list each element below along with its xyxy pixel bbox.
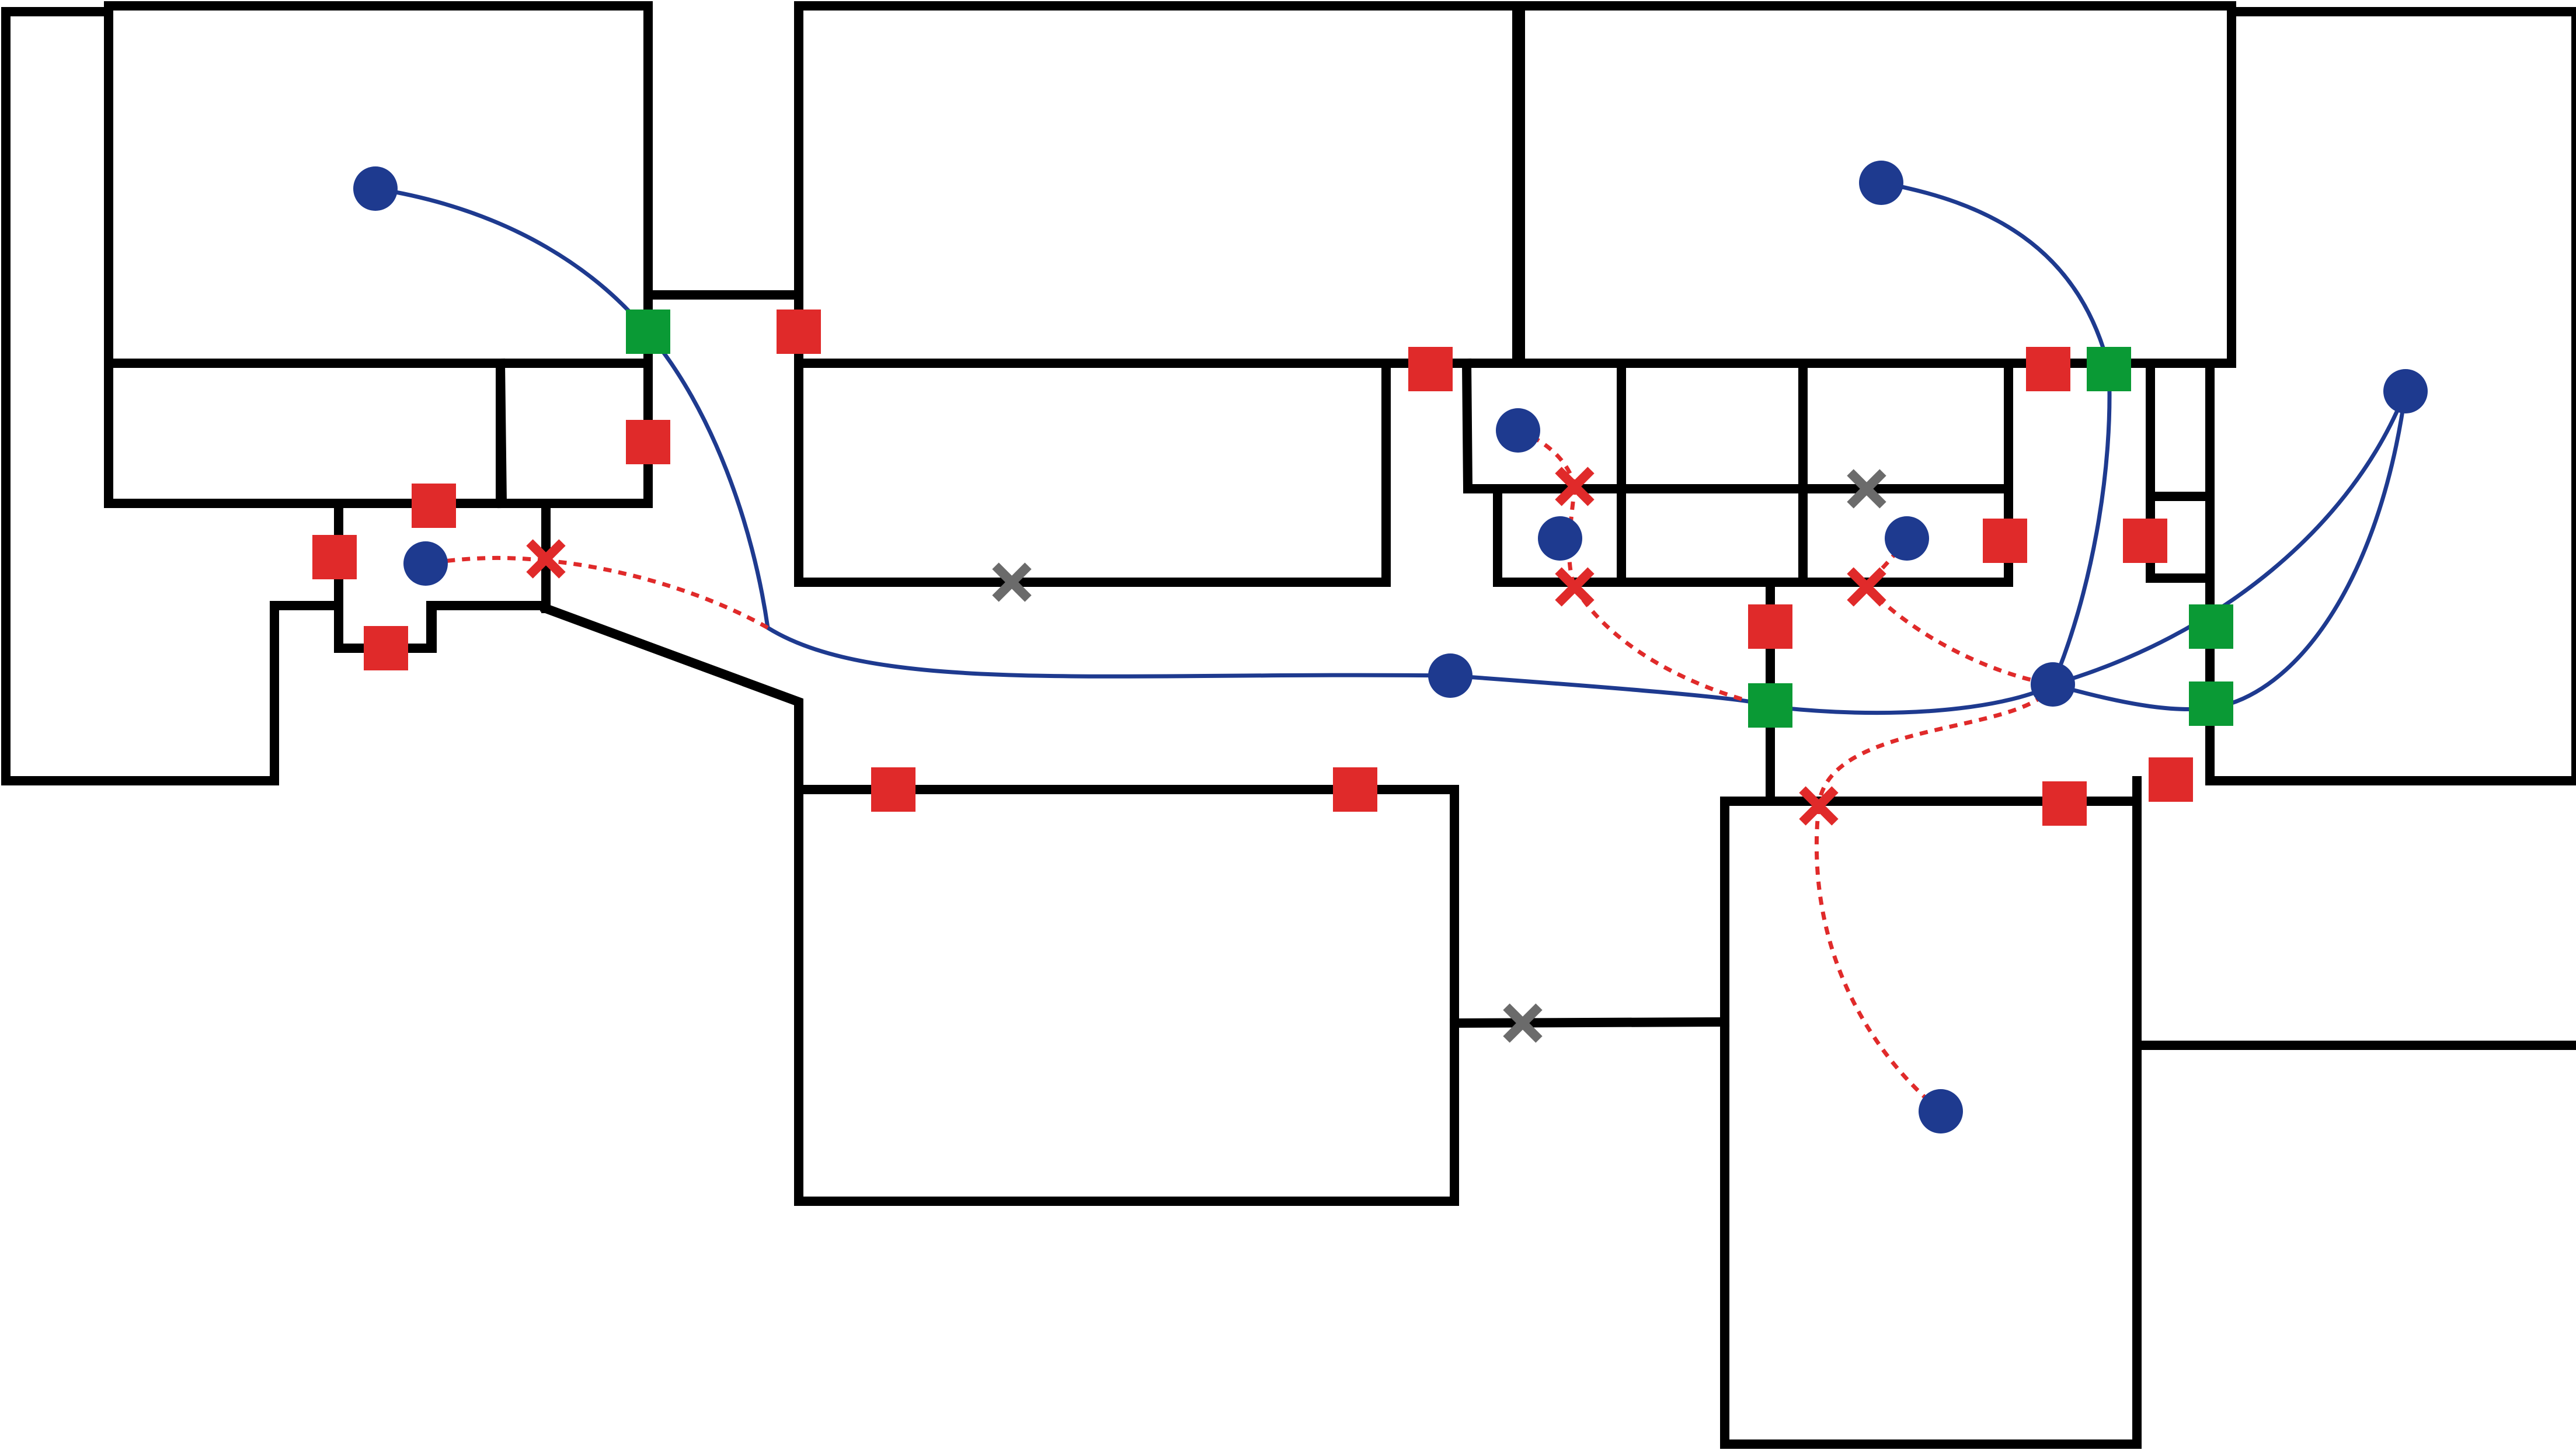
markers (312, 161, 2428, 1133)
blocked-route (1864, 537, 1909, 588)
door-closed-square (626, 420, 670, 464)
wall-room-top-right (1516, 1, 2236, 368)
wall-right-outer (2227, 7, 2576, 785)
door-closed-square (1748, 604, 1792, 649)
blocked-crossing-icon (1555, 467, 1595, 506)
wall-room-bottom-right (1720, 797, 2142, 1449)
door-closed-square (2149, 757, 2193, 802)
agent-marker (1538, 516, 1582, 561)
inactive-crossing-icon (1847, 469, 1886, 509)
blocked-crossing-icon (1799, 786, 1839, 826)
blocked-route (1816, 683, 2055, 806)
agent-marker (1885, 516, 1929, 561)
wall-upper-passage (643, 1, 803, 300)
door-open-square (2189, 604, 2233, 649)
agent-marker (1496, 408, 1540, 453)
door-open-square (626, 310, 670, 354)
agent-marker (403, 541, 448, 586)
agent-marker (1428, 653, 1473, 698)
door-open-square (1748, 683, 1792, 728)
door-open-square (2087, 347, 2131, 391)
door-closed-square (2123, 519, 2167, 563)
blocked-crossing-icon (526, 539, 566, 579)
wall-room-top-middle (794, 1, 1522, 368)
wall-room-bottom-middle (794, 785, 1459, 1206)
wall-room-left-storage (104, 359, 505, 508)
agent-marker (2031, 662, 2075, 707)
door-closed-square (412, 484, 456, 528)
wall-left-outer (1, 7, 551, 785)
wall-room-left-divider (495, 358, 507, 509)
blocked-route (1573, 586, 1771, 709)
blocked-route (1865, 585, 2053, 687)
inactive-crossing-icon (992, 562, 1032, 602)
blocked-route (425, 555, 546, 566)
agent-marker (1919, 1089, 1963, 1133)
evacuation-paths (373, 180, 2408, 1113)
evacuation-route (2051, 389, 2408, 687)
agent-marker (353, 166, 398, 211)
wall-corridor-diagonal (539, 602, 803, 792)
door-closed-square (1333, 767, 1377, 812)
blocked-route (1815, 805, 1943, 1113)
door-closed-square (871, 767, 915, 812)
door-closed-square (1408, 347, 1453, 391)
door-closed-square (312, 535, 357, 579)
door-closed-square (364, 626, 408, 670)
door-closed-square (2042, 781, 2087, 826)
blocked-route (1517, 428, 1577, 487)
door-closed-square (777, 310, 821, 354)
evacuation-route (2051, 389, 2408, 712)
wall-room-middle-inner (794, 359, 1391, 587)
inactive-crossing-icon (1503, 1003, 1543, 1043)
door-open-square (2189, 681, 2233, 726)
door-closed-square (2026, 347, 2070, 391)
agent-marker (1859, 161, 1903, 205)
agent-marker (2383, 369, 2428, 413)
blocked-crossing-icon (1555, 567, 1595, 607)
wall-left-lower-room (497, 359, 653, 508)
door-closed-square (1983, 519, 2027, 563)
blocked-crossing-icon (1847, 567, 1886, 607)
wall-right-room (2132, 776, 2576, 1050)
blocked-route (545, 558, 769, 630)
wall-bottom-connector (1449, 1017, 1730, 1028)
evacuation-route (1879, 180, 2112, 687)
